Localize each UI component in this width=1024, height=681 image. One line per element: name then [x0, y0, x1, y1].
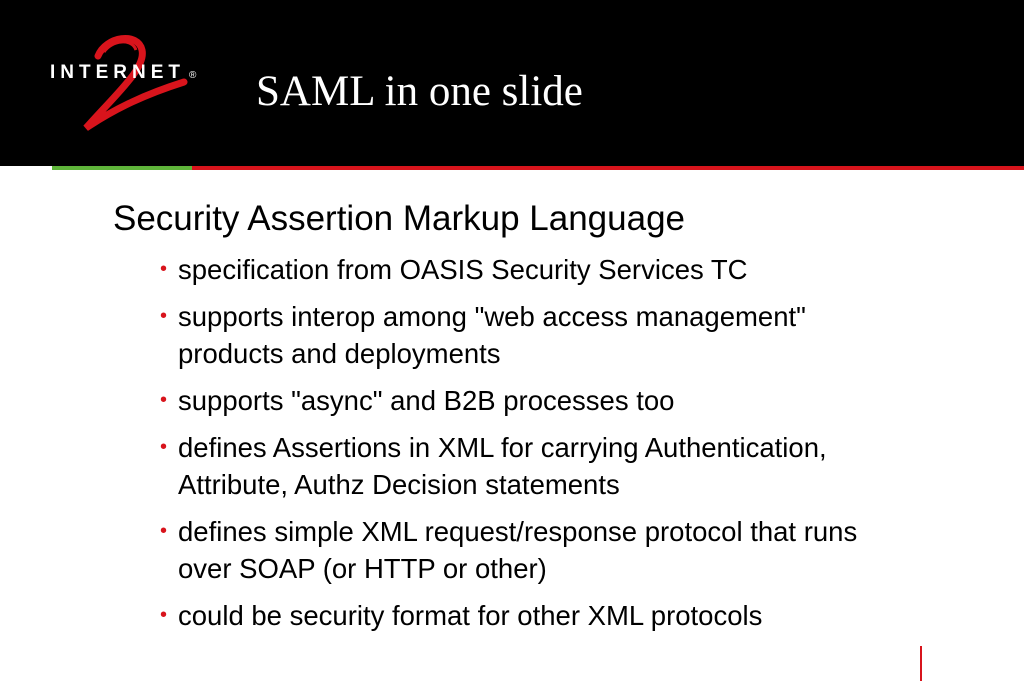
logo-registered-mark: ® — [189, 70, 197, 81]
internet2-logo-graphic: INTERNET ® — [50, 35, 197, 131]
bullet-text: defines Assertions in XML for carrying A… — [178, 432, 827, 500]
bullet-text: defines simple XML request/response prot… — [178, 516, 858, 584]
bullet-icon: • — [160, 604, 168, 626]
bullet-icon: • — [160, 520, 168, 542]
slide-title: SAML in one slide — [256, 68, 583, 115]
header-rule-red — [192, 166, 1024, 170]
bullet-text: supports interop among "web access manag… — [178, 301, 806, 369]
body-heading: Security Assertion Markup Language — [113, 199, 685, 238]
bullet-icon: • — [160, 436, 168, 458]
list-item: • specification from OASIS Security Serv… — [159, 251, 918, 288]
bullet-icon: • — [160, 258, 168, 280]
corner-accent-line — [920, 646, 922, 681]
list-item: • supports interop among "web access man… — [159, 298, 918, 372]
bullet-text: specification from OASIS Security Servic… — [178, 254, 748, 285]
list-item: • supports "async" and B2B processes too — [159, 382, 918, 419]
bullet-list: • specification from OASIS Security Serv… — [113, 251, 933, 634]
internet2-logo: INTERNET ® — [46, 30, 206, 135]
bullet-icon: • — [160, 305, 168, 327]
bullet-icon: • — [160, 389, 168, 411]
bullet-text: could be security format for other XML p… — [178, 600, 763, 631]
slide-body: Security Assertion Markup Language • spe… — [113, 197, 933, 644]
list-item: • defines Assertions in XML for carrying… — [159, 429, 918, 503]
bullet-text: supports "async" and B2B processes too — [178, 385, 675, 416]
list-item: • defines simple XML request/response pr… — [159, 513, 918, 587]
header-rule-green — [52, 166, 192, 170]
logo-wordmark: INTERNET — [50, 62, 185, 83]
header-band: INTERNET ® SAML in one slide — [0, 0, 1024, 166]
list-item: • could be security format for other XML… — [159, 597, 918, 634]
